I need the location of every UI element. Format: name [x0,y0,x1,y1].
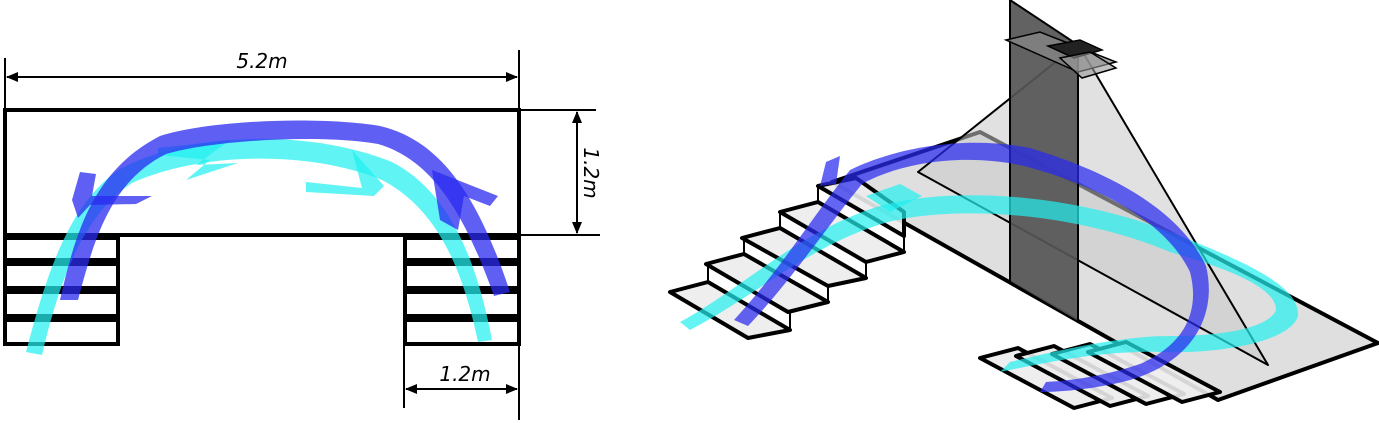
dimension-length-label: 5.2m [236,49,287,73]
dimension-length: 5.2m [4,49,520,110]
blue-path-3d [734,142,1209,392]
sensor-plates [1003,31,1119,79]
dimension-stair-label: 1.2m [439,362,490,386]
dimension-width: 1.2m [519,109,603,236]
cyan-path-plan [26,138,492,355]
blue-path-plan [60,120,510,301]
platform-outline [3,108,521,237]
left-stair-risers [707,186,905,330]
light-volume [917,43,1269,366]
plan-view: 5.2m 1.2m 1.2m [3,49,603,420]
cyan-path-3d [680,184,1299,372]
dimension-stair: 1.2m [403,344,520,420]
dimension-width-label: 1.2m [579,147,603,198]
perspective-view [668,0,1379,410]
